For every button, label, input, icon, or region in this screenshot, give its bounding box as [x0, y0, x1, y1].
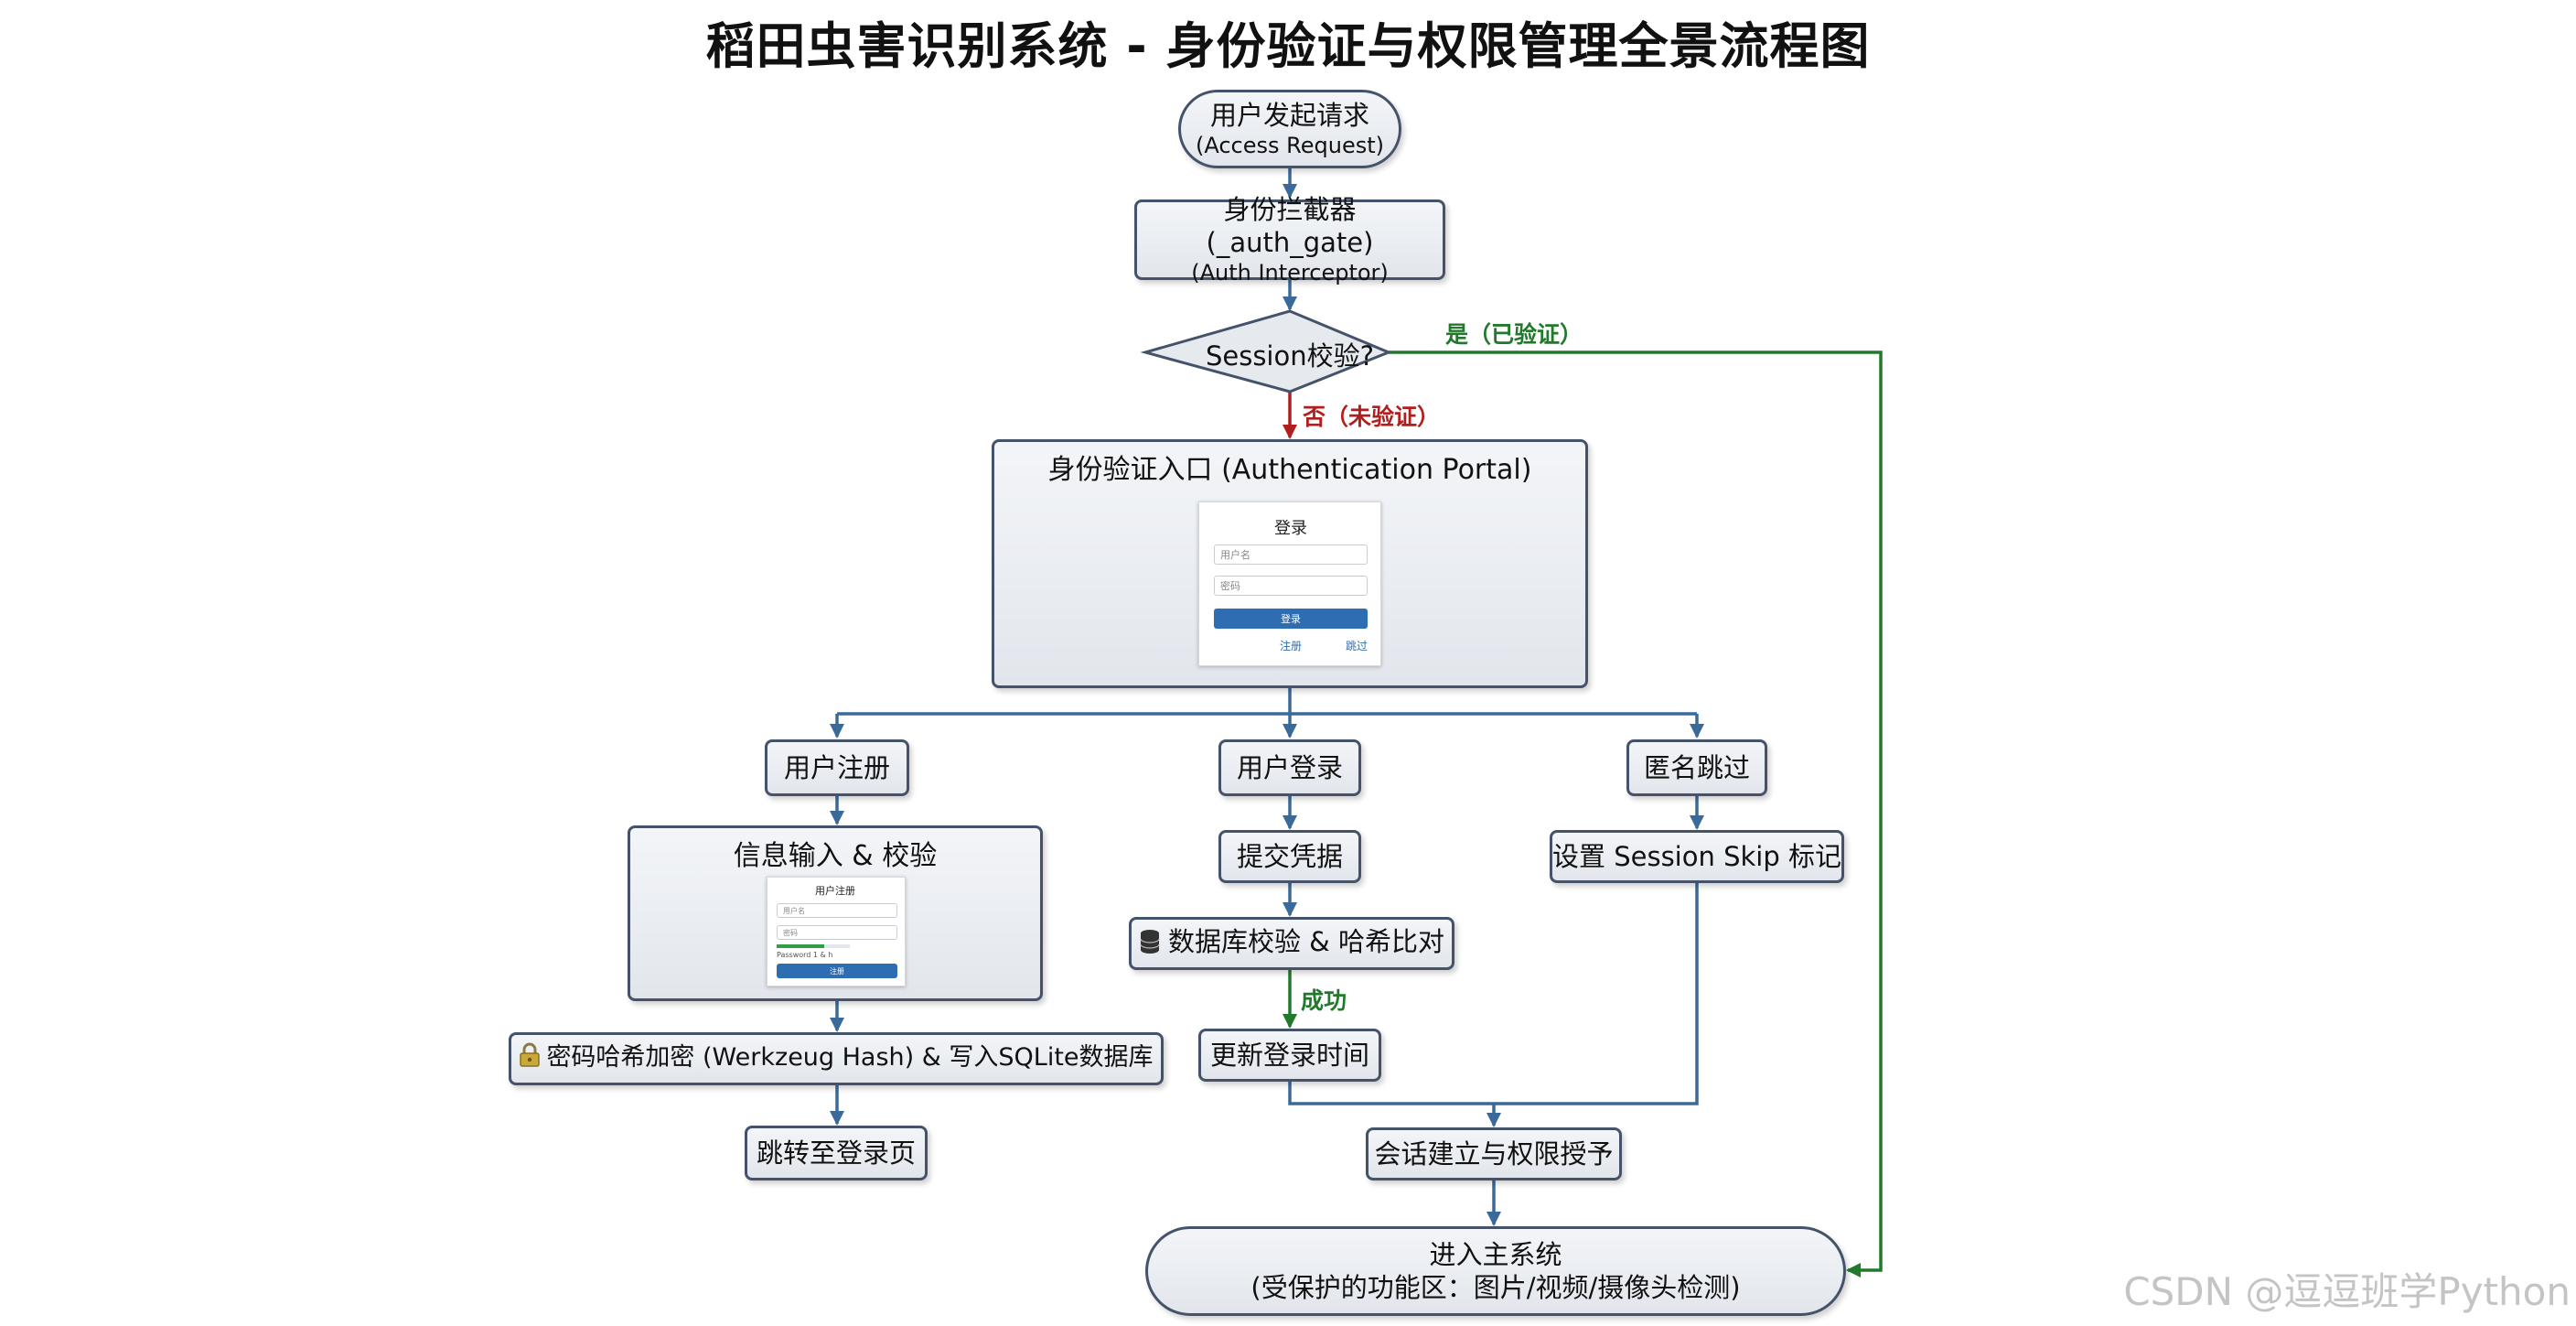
node-hash-write-row: 密码哈希加密 (Werkzeug Hash) & 写入SQLite数据库 — [519, 1041, 1154, 1077]
node-db-verify-row: 数据库校验 & 哈希比对 — [1139, 925, 1444, 962]
node-submit-credentials: 提交凭据 — [1218, 830, 1361, 883]
node-user-register-label: 用户注册 — [783, 752, 890, 783]
page-title: 稻田虫害识别系统 - 身份验证与权限管理全景流程图 — [705, 17, 1871, 75]
edge-label-success: 成功 — [1301, 987, 1347, 1014]
node-auth-interceptor-subtitle: (Auth Interceptor) — [1191, 260, 1389, 286]
node-redirect-login-page: 跳转至登录页 — [745, 1126, 928, 1180]
node-auth-interceptor: 身份拦截器 (_auth_gate) (Auth Interceptor) — [1134, 194, 1445, 286]
lock-icon — [519, 1042, 541, 1077]
node-authentication-portal: 身份验证入口 (Authentication Portal) — [992, 439, 1588, 688]
register-form-preview: 用户注册 用户名 密码 Password 1 & h 注册 — [767, 877, 906, 986]
login-form-title: 登录 — [1274, 519, 1307, 538]
register-username-input: 用户名 — [777, 903, 897, 918]
node-user-login-label: 用户登录 — [1236, 752, 1343, 783]
database-icon — [1139, 929, 1161, 962]
edge-session-yes — [1389, 350, 1883, 1277]
node-session-grant-label: 会话建立与权限授予 — [1374, 1138, 1614, 1170]
node-main-system: 进入主系统 (受保护的功能区：图片/视频/摄像头检测) — [1145, 1226, 1846, 1316]
password-strength-bar — [777, 944, 850, 948]
node-access-request: 用户发起请求 (Access Request) — [1178, 90, 1401, 168]
edge-portal-split — [837, 688, 1697, 716]
node-db-verify: 数据库校验 & 哈希比对 — [1129, 917, 1454, 970]
node-hash-write-label: 密码哈希加密 (Werkzeug Hash) & 写入SQLite数据库 — [546, 1042, 1154, 1072]
node-update-login-time: 更新登录时间 — [1198, 1029, 1381, 1082]
login-form-preview: 登录 用户名 密码 登录 注册 跳过 — [1198, 501, 1381, 666]
node-set-session-skip: 设置 Session Skip 标记 — [1550, 830, 1844, 883]
login-skip-link: 跳过 — [1346, 640, 1368, 652]
node-session-grant: 会话建立与权限授予 — [1366, 1127, 1622, 1180]
node-submit-credentials-label: 提交凭据 — [1236, 841, 1343, 872]
session-check-diamond — [1140, 309, 1392, 393]
node-anonymous-skip-label: 匿名跳过 — [1643, 752, 1750, 783]
node-main-system-subtitle: (受保护的功能区：图片/视频/摄像头检测) — [1250, 1272, 1741, 1303]
node-auth-interceptor-title: 身份拦截器 (_auth_gate) — [1206, 194, 1374, 258]
node-access-request-title: 用户发起请求 — [1209, 100, 1369, 131]
node-session-check-label: Session校验? — [1205, 340, 1375, 372]
node-access-request-subtitle: (Access Request) — [1195, 133, 1384, 158]
login-submit-button: 登录 — [1214, 609, 1368, 629]
node-main-system-title: 进入主系统 — [1429, 1239, 1562, 1270]
edge-label-no: 否（未验证） — [1303, 404, 1441, 430]
edge-label-yes: 是（已验证） — [1445, 321, 1583, 348]
register-password-input: 密码 — [777, 925, 897, 940]
node-hash-write: 密码哈希加密 (Werkzeug Hash) & 写入SQLite数据库 — [509, 1032, 1164, 1085]
node-anonymous-skip: 匿名跳过 — [1626, 739, 1767, 796]
password-strength-label: Password 1 & h — [777, 951, 833, 959]
login-username-input: 用户名 — [1214, 544, 1368, 565]
node-user-login: 用户登录 — [1218, 739, 1361, 796]
login-password-input: 密码 — [1214, 576, 1368, 596]
node-db-verify-label: 数据库校验 & 哈希比对 — [1167, 926, 1445, 957]
password-strength-fill — [777, 944, 824, 948]
node-authentication-portal-title: 身份验证入口 (Authentication Portal) — [1047, 454, 1532, 486]
register-submit-button: 注册 — [777, 964, 897, 978]
node-redirect-login-page-label: 跳转至登录页 — [756, 1137, 916, 1169]
login-register-link: 注册 — [1280, 640, 1303, 652]
register-form-title: 用户注册 — [815, 885, 855, 897]
node-set-session-skip-label: 设置 Session Skip 标记 — [1552, 841, 1841, 872]
node-user-register: 用户注册 — [765, 739, 909, 796]
node-update-login-time-label: 更新登录时间 — [1209, 1040, 1369, 1071]
watermark: CSDN @逗逗班学Python — [2123, 1269, 2571, 1314]
node-info-input-title: 信息输入 & 校验 — [733, 840, 938, 872]
